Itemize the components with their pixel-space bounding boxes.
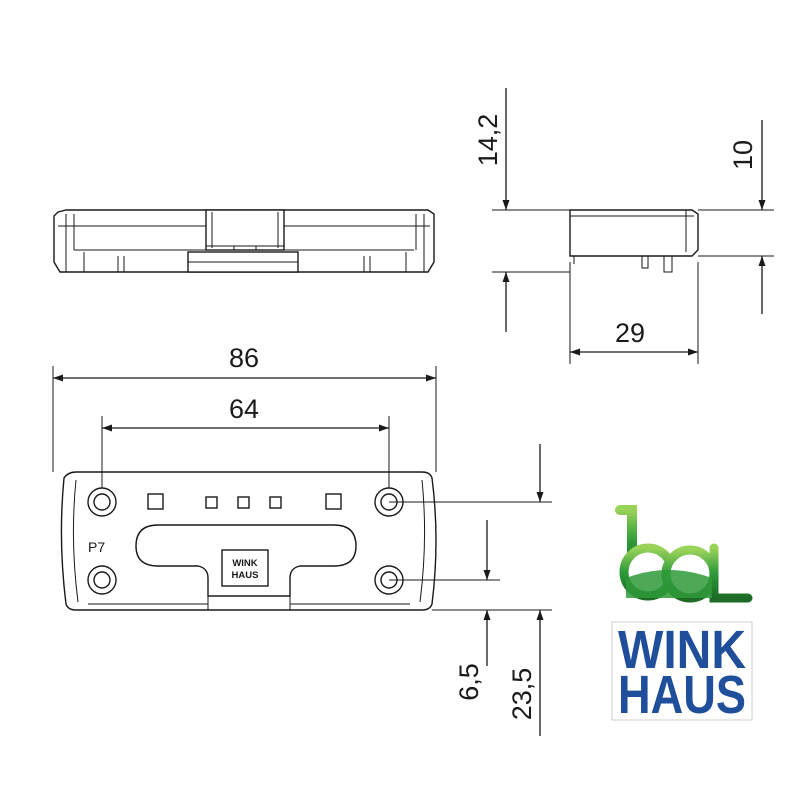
dim-height-total-label: 14,2 (473, 114, 503, 167)
embossed-brand-line1: WINK (232, 558, 257, 569)
variant-label: P7 (88, 539, 105, 555)
front-view (53, 209, 435, 273)
embossed-brand-line2: HAUS (232, 570, 259, 581)
dimension-height-top: 10 (698, 120, 774, 314)
bal-logo-icon (615, 505, 753, 603)
dim-overall-width-label: 86 (229, 343, 259, 373)
dim-offset-large-label: 23,5 (507, 668, 537, 721)
dimension-depth: 29 (569, 262, 699, 364)
dim-hole-spacing-label: 64 (229, 394, 259, 424)
dim-offset-small-label: 6,5 (454, 663, 484, 701)
brand-line1: WINK (618, 620, 746, 680)
plan-view: WINK HAUS P7 (60, 471, 437, 611)
dim-depth-label: 29 (615, 318, 645, 348)
dimension-offset-large: 23,5 (389, 444, 552, 736)
winkhaus-logo: WINK HAUS (611, 620, 753, 725)
dimension-height-total: 14,2 (473, 88, 570, 332)
brand-line2: HAUS (618, 665, 746, 725)
side-view (569, 209, 699, 273)
dimension-overall-width: 86 (52, 343, 437, 472)
dim-height-top-label: 10 (728, 140, 758, 170)
dimension-hole-spacing: 64 (101, 394, 390, 488)
dimension-offset-small: 6,5 (389, 520, 500, 701)
